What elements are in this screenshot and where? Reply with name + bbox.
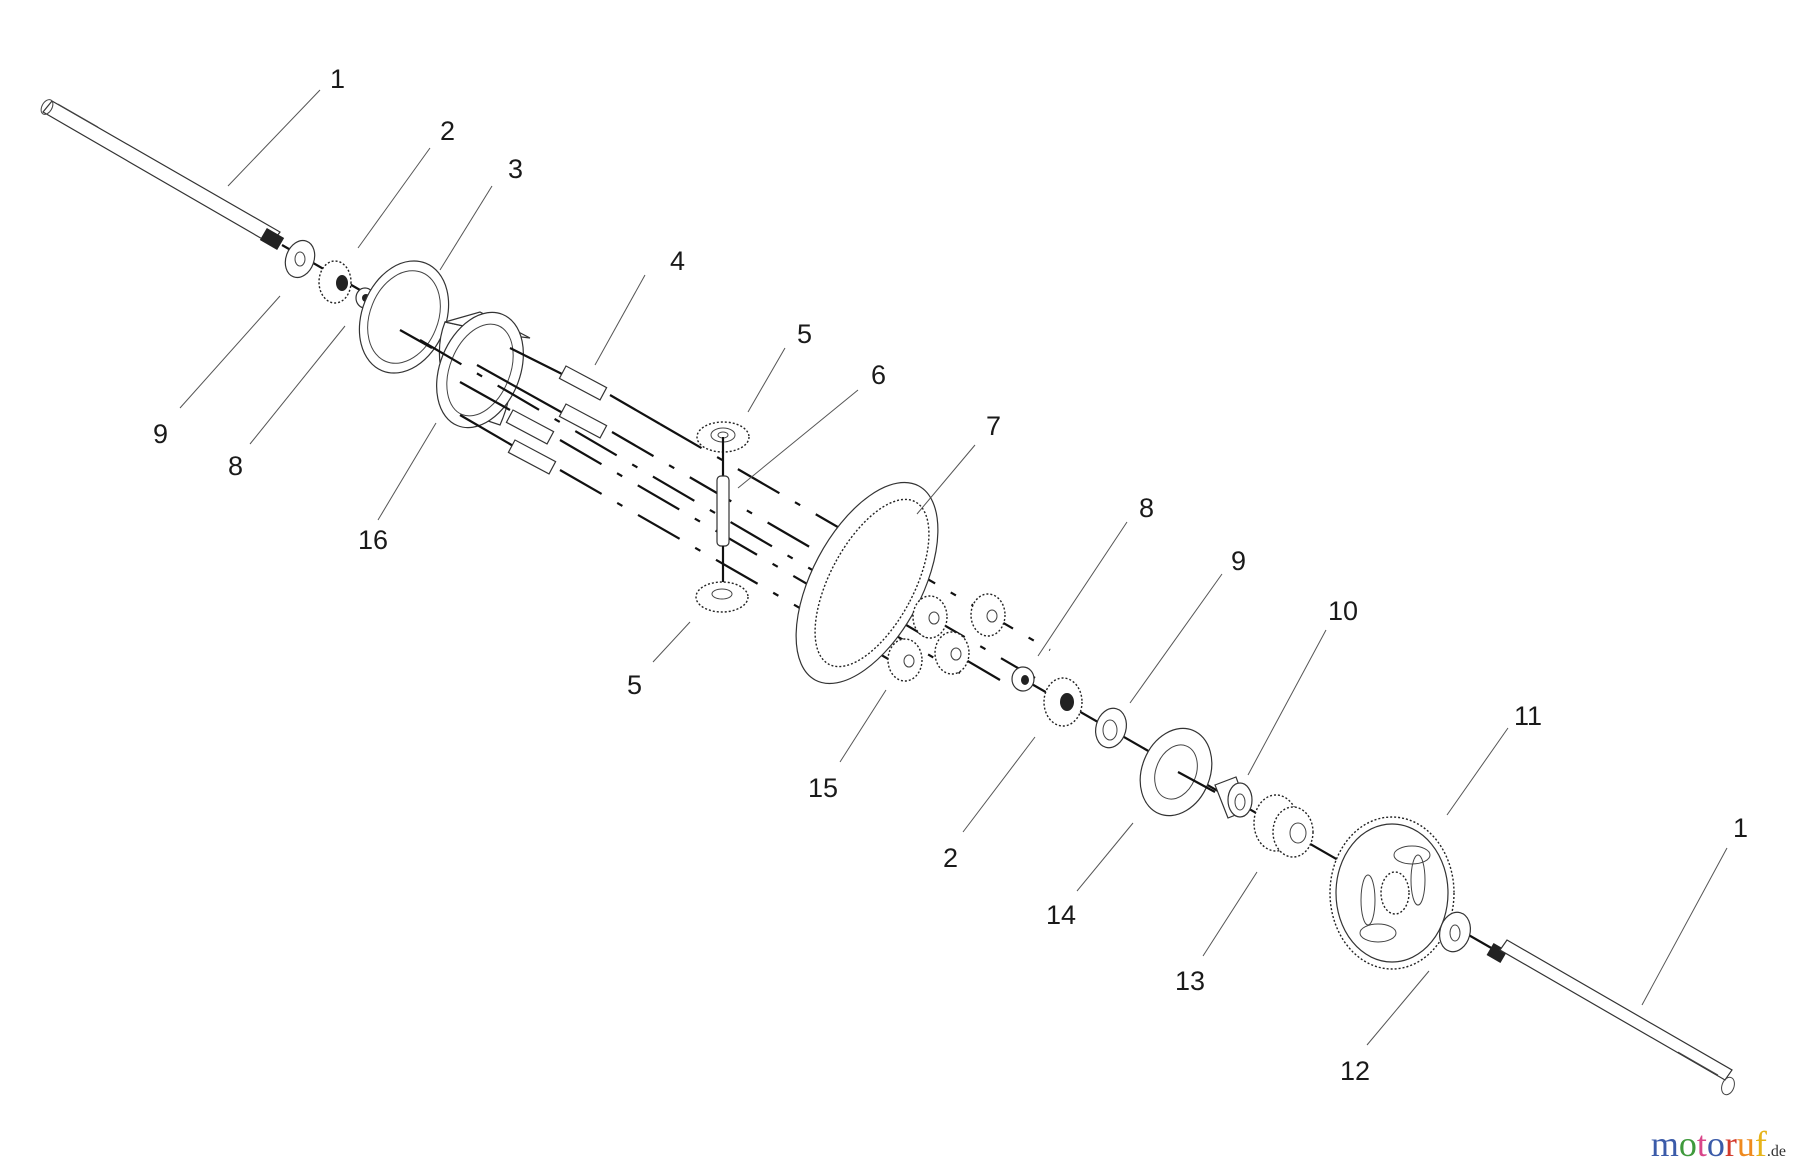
differential-housing <box>436 311 531 429</box>
watermark-letter: u <box>1736 1124 1755 1164</box>
left-thrust-washer <box>284 239 316 279</box>
right-gear-stack <box>1011 666 1501 954</box>
callout-6: 6 <box>871 360 886 390</box>
motoruf-watermark: motoruf.de <box>1651 1123 1786 1165</box>
callout-14: 14 <box>1046 900 1076 930</box>
right-thrust-washer <box>1439 911 1471 953</box>
callout-8-left: 8 <box>228 451 243 481</box>
leader-lines <box>179 89 1728 1046</box>
callout-1-left: 1 <box>330 64 345 94</box>
callout-10: 10 <box>1328 596 1358 626</box>
callout-labels: 1 2 3 4 5 6 7 9 8 16 5 15 8 9 10 2 14 11… <box>153 64 1748 1086</box>
callout-4: 4 <box>670 246 685 276</box>
callout-5-lower: 5 <box>627 670 642 700</box>
left-side-bevel-gear <box>318 260 352 304</box>
spider-gears <box>695 421 750 613</box>
callout-13: 13 <box>1175 966 1205 996</box>
watermark-letter: r <box>1724 1124 1737 1164</box>
callout-15: 15 <box>808 773 838 803</box>
callout-9-left: 9 <box>153 419 168 449</box>
callout-2-left: 2 <box>440 116 455 146</box>
callout-7: 7 <box>986 411 1001 441</box>
callout-9-right: 9 <box>1231 546 1246 576</box>
callout-5-upper: 5 <box>797 319 812 349</box>
callout-16: 16 <box>358 525 388 555</box>
large-spur-gear <box>1329 816 1455 970</box>
watermark-suffix: .de <box>1766 1143 1786 1160</box>
callout-12: 12 <box>1340 1056 1370 1086</box>
watermark-letter: o <box>1706 1124 1725 1164</box>
ring-gear-carrier <box>795 481 939 685</box>
watermark-letter: f <box>1754 1124 1767 1164</box>
watermark-letter: o <box>1678 1124 1697 1164</box>
callout-11: 11 <box>1514 701 1542 731</box>
watermark-letter: t <box>1696 1124 1707 1164</box>
callout-2-right: 2 <box>943 843 958 873</box>
callout-8-right: 8 <box>1139 493 1154 523</box>
callout-3: 3 <box>508 154 523 184</box>
right-axle-shaft <box>1486 939 1735 1096</box>
callout-1-right: 1 <box>1733 813 1748 843</box>
watermark-letter: m <box>1650 1124 1679 1164</box>
planet-pinion-gears <box>887 593 1006 682</box>
